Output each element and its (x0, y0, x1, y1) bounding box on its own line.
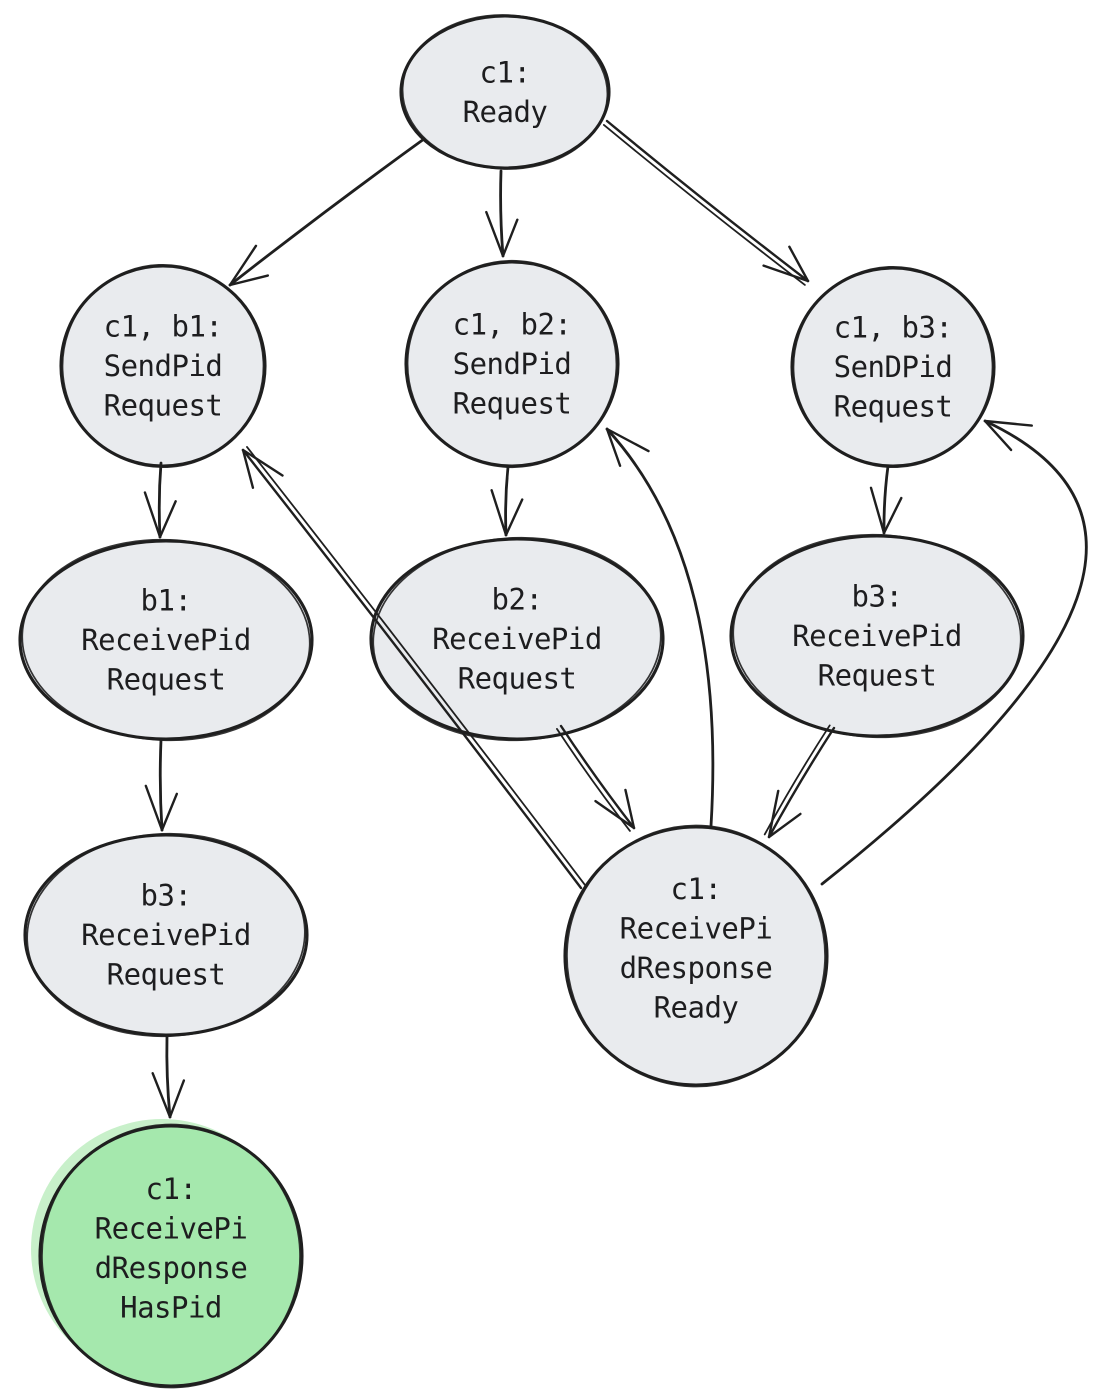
arrowhead-stroke (168, 1079, 186, 1119)
node-label: c1:Ready (463, 55, 548, 129)
edge-line (158, 738, 164, 832)
arrowhead-stroke (594, 799, 636, 830)
node-shape-overdraw (792, 265, 994, 469)
arrowhead-stroke (882, 496, 903, 535)
node-shape (729, 534, 1025, 738)
arrowhead-stroke (504, 498, 524, 537)
arrow-c1b3-to-b3 (869, 464, 903, 535)
arrowhead-stroke (983, 419, 1033, 427)
arrow-b3-left-to-haspid (151, 1034, 186, 1119)
edge-line (499, 169, 505, 258)
edge-line (882, 464, 890, 535)
edge-line (504, 465, 510, 537)
arrowhead-stroke (788, 245, 810, 283)
node-shape (23, 833, 309, 1037)
arrowhead-stroke (624, 788, 636, 830)
arrowhead-stroke (228, 244, 258, 287)
node-shape (18, 539, 314, 741)
edge-line-overdraw (763, 724, 831, 836)
arrowhead-stroke (767, 812, 802, 839)
arrowhead-stroke (605, 427, 622, 467)
arrow-b1-to-b3-left (144, 738, 178, 832)
state-node-c1-ready: c1:Ready (399, 14, 611, 170)
edge-line (157, 461, 163, 539)
edge-line (605, 119, 810, 283)
arrow-central-to-c1b1 (241, 446, 586, 890)
node-shape-overdraw (566, 824, 826, 1088)
arrowhead-stroke (228, 274, 270, 287)
node-shape-overdraw (372, 536, 662, 742)
arrow-central-to-c1b2 (605, 427, 715, 828)
edge-line (767, 726, 836, 839)
edge-line-overdraw (246, 446, 586, 886)
node-shape (38, 1124, 304, 1388)
arrowhead-stroke (767, 789, 780, 839)
edge-line (228, 137, 426, 287)
edge-line (820, 419, 1088, 886)
arrowhead-stroke (762, 264, 810, 283)
node-shape-overdraw (26, 832, 306, 1038)
node-shape-overdraw (401, 14, 609, 170)
arrow-ready-to-c1b1 (228, 137, 426, 287)
edge-layer (143, 119, 1088, 1119)
node-shape-overdraw (61, 263, 265, 469)
node-shape (369, 537, 665, 741)
arrow-central-to-c1b3 (820, 419, 1088, 886)
arrow-c1b1-to-b1 (143, 461, 177, 539)
arrowhead-stroke (485, 210, 505, 258)
arrowhead-stroke (241, 448, 284, 477)
arrow-c1b2-to-b2 (490, 465, 524, 537)
arrowhead-stroke (490, 489, 508, 537)
edge-line-overdraw (602, 124, 806, 286)
edge-line-overdraw (556, 728, 631, 832)
edge-line (241, 448, 583, 890)
node-shape (563, 825, 829, 1087)
edge-line (559, 724, 636, 830)
arrowhead-stroke (605, 427, 650, 453)
arrowhead-stroke (143, 491, 162, 539)
arrowhead-stroke (869, 486, 886, 535)
node-shape (404, 260, 620, 468)
arrow-ready-to-c1b3 (602, 119, 810, 286)
arrowhead-stroke (160, 792, 178, 832)
arrowhead-stroke (241, 448, 255, 489)
arrow-b3-to-central (763, 724, 836, 839)
arrowhead-stroke (144, 784, 164, 832)
node-shape-overdraw (41, 1123, 301, 1389)
arrowhead-stroke (501, 218, 519, 258)
node-shape-overdraw (732, 533, 1022, 739)
arrowhead-stroke (158, 500, 177, 539)
node-shape (399, 14, 611, 170)
arrow-b2-to-central (556, 724, 636, 832)
arrowhead-stroke (151, 1072, 172, 1119)
node-shape (790, 266, 996, 468)
arrow-ready-to-c1b2 (485, 169, 519, 258)
edge-line (165, 1034, 172, 1119)
edge-line (605, 427, 715, 828)
node-shape (59, 264, 267, 468)
arrowhead-stroke (983, 419, 1013, 452)
